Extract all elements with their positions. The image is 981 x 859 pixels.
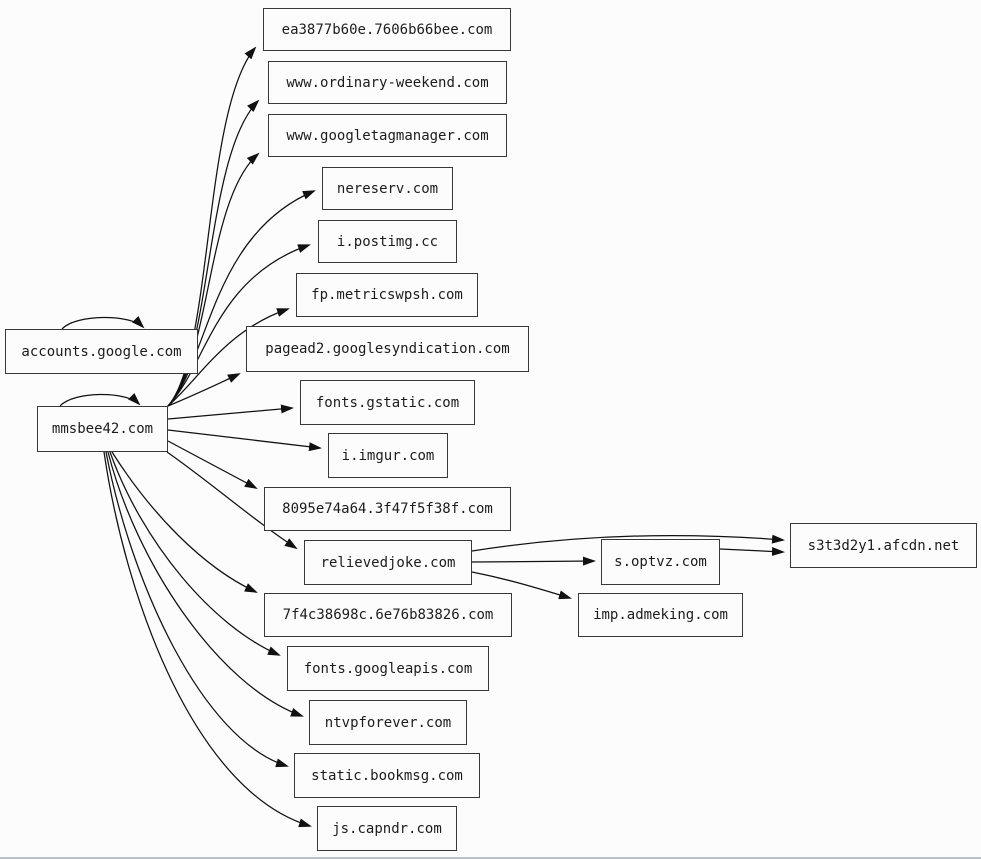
node-label: fonts.googleapis.com [303,660,473,677]
edge-mms-to-mms [59,393,141,407]
node-label: 8095e74a64.3f47f5f38f.com [282,501,493,517]
node-label: www.googletagmanager.com [286,127,489,144]
edge-mms-to-ea [167,46,257,407]
node-pagead2-googlesyndication-com: pagead2.googlesyndication.com [246,326,529,372]
node-i-postimg-cc: i.postimg.cc [318,220,457,263]
node-fp-metricswpsh-com: fp.metricswpsh.com [296,273,478,317]
edge-mms-to-img [167,429,322,452]
edge-mms-to-rel [166,451,298,550]
node-www-ordinary-weekend-com: www.ordinary-weekend.com [268,61,507,104]
node-ea3877b60e-7606b66bee-com: ea3877b60e.7606b66bee.com [263,8,511,51]
node-label: relievedjoke.com [320,554,456,571]
node-fonts-googleapis-com: fonts.googleapis.com [287,646,489,691]
edge-mms-to-cap [103,451,312,828]
node-fonts-gstatic-com: fonts.gstatic.com [300,380,475,425]
node-s-optvz-com: s.optvz.com [601,539,720,585]
edge-mms-to-gtm [167,152,260,407]
node-nereserv-com: nereserv.com [322,167,453,210]
node-label: imp.admeking.com [593,607,728,623]
node-label: www.ordinary-weekend.com [286,74,489,91]
node-mmsbee42-com: mmsbee42.com [37,406,168,452]
node-s3t3d2y1-afcdn-net: s3t3d2y1.afcdn.net [790,523,977,568]
node-7f4c38698c-6e76b83826-com: 7f4c38698c.6e76b83826.com [264,593,512,637]
edge-mms-to-pst [167,244,311,407]
node-label: pagead2.googlesyndication.com [265,341,510,357]
edge-mms-to-fp [167,308,290,407]
edge-rel-to-afc [471,534,785,552]
node-i-imgur-com: i.imgur.com [328,433,448,478]
edge-mms-to-h1 [167,440,258,489]
node-label: fp.metricswpsh.com [311,287,463,303]
node-label: accounts.google.com [21,343,182,360]
edge-mms-to-ow [167,99,260,407]
edge-mms-to-gst [167,404,294,420]
node-label: ea3877b60e.7606b66bee.com [281,21,493,38]
edge-rel-to-opt [471,556,596,566]
edge-mms-to-sbk [105,451,289,768]
node-label: mmsbee42.com [51,421,154,437]
node-relievedjoke-com: relievedjoke.com [304,540,472,585]
node-js-capndr-com: js.capndr.com [317,806,457,851]
node-8095e74a64-3f47f5f38f-com: 8095e74a64.3f47f5f38f.com [264,487,511,531]
node-label: static.bookmsg.com [311,767,463,784]
node-label: i.imgur.com [341,447,435,464]
edge-mms-to-pag [167,373,241,407]
node-accounts-google-com: accounts.google.com [5,329,198,374]
node-label: fonts.gstatic.com [315,394,460,411]
node-ntvpforever-com: ntvpforever.com [309,700,467,745]
node-label: nereserv.com [336,180,439,197]
node-label: ntvpforever.com [324,714,452,731]
node-www-googletagmanager-com: www.googletagmanager.com [268,114,507,157]
node-label: s3t3d2y1.afcdn.net [807,537,960,554]
node-label: i.postimg.cc [336,233,439,250]
edge-mms-to-ner [167,190,316,407]
edge-mms-to-h2 [111,451,258,593]
node-label: s.optvz.com [614,554,707,570]
edge-opt-to-afc [719,546,785,556]
node-imp-admeking-com: imp.admeking.com [578,593,743,637]
edge-rel-to-imp [471,571,572,600]
node-label: 7f4c38698c.6e76b83826.com [282,607,494,623]
edge-mms-to-gap [109,451,281,656]
edge-acc-to-acc [61,316,145,330]
bottom-divider-line [0,857,981,859]
node-label: js.capndr.com [332,820,442,837]
edge-mms-to-ntv [107,451,304,717]
node-static-bookmsg-com: static.bookmsg.com [294,753,480,798]
